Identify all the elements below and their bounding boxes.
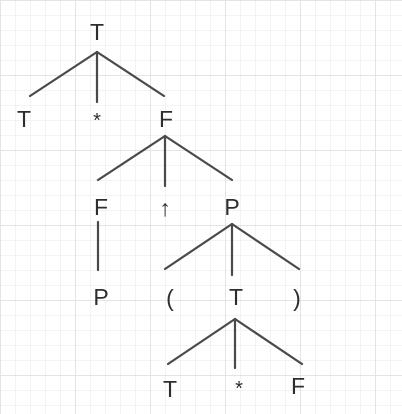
node-f-right: P xyxy=(224,194,239,220)
edge-f-to-left xyxy=(96,134,167,182)
node-t-right: F xyxy=(291,373,305,399)
node-root: T xyxy=(90,19,104,45)
tree-nodes: T T * F F ↑ P P ( T ) T * F xyxy=(17,19,305,402)
node-p-right: ) xyxy=(293,285,301,311)
tree-edges xyxy=(28,50,304,370)
node-p-left: ( xyxy=(166,285,174,311)
edge-p-to-left xyxy=(163,222,234,271)
edge-p-to-right xyxy=(230,222,301,271)
node-root-left: T xyxy=(17,106,31,132)
node-t-left: T xyxy=(163,376,177,402)
edge-root-to-right xyxy=(95,50,166,98)
node-root-right: F xyxy=(159,106,173,132)
node-f-mid: ↑ xyxy=(159,195,171,221)
node-f-left: F xyxy=(94,194,108,220)
edge-t-to-left xyxy=(166,317,237,366)
node-p-mid: T xyxy=(229,284,243,310)
node-root-mid: * xyxy=(93,110,101,132)
edge-root-to-left xyxy=(28,50,99,98)
edge-t-to-right xyxy=(233,317,304,366)
node-fleft-child: P xyxy=(93,284,108,310)
edge-f-to-right xyxy=(163,134,234,182)
node-t-mid: * xyxy=(235,378,243,400)
